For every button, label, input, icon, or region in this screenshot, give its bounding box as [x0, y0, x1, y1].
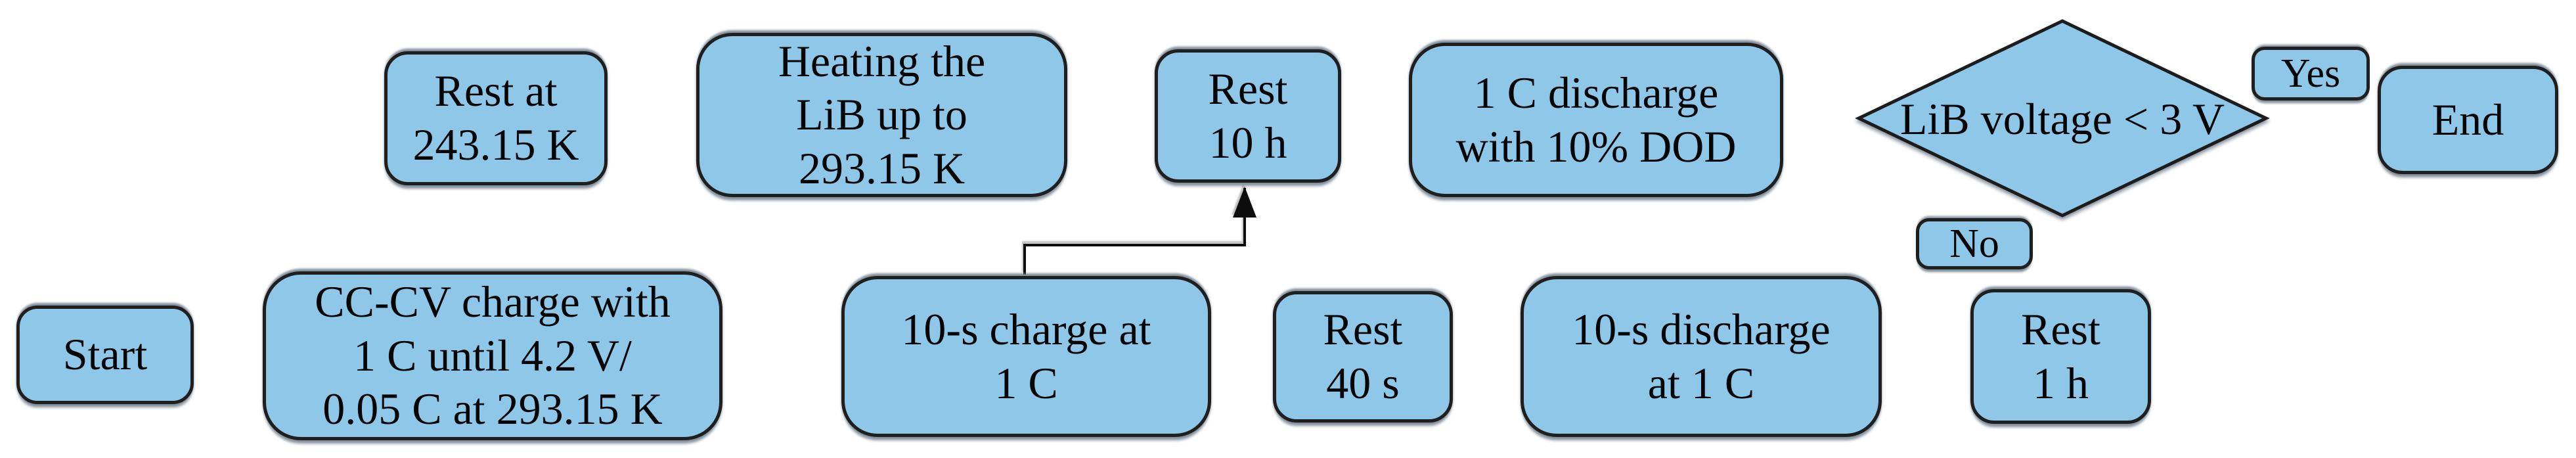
discharge-10s-node: 10-s discharge at 1 C: [1521, 276, 1882, 437]
charge-10s-node: 10-s charge at 1 C: [841, 276, 1211, 437]
edge-charge10s-loop-to-rest10h: [1023, 187, 1256, 275]
rest-243k-node: Rest at 243.15 K: [384, 51, 608, 185]
cccv-charge-node: CC-CV charge with 1 C until 4.2 V/ 0.05 …: [263, 271, 722, 440]
discharge-dod-node: 1 C discharge with 10% DOD: [1409, 43, 1783, 197]
rest-1h-node: Rest 1 h: [1970, 289, 2151, 424]
rest-10h-node: Rest 10 h: [1155, 49, 1341, 183]
start-node: Start: [16, 306, 194, 404]
yes-label: Yes: [2252, 47, 2370, 101]
end-node: End: [2378, 66, 2558, 174]
no-label: No: [1916, 218, 2033, 269]
rest-40s-node: Rest 40 s: [1273, 291, 1453, 423]
decision-label: LiB voltage < 3 V: [1899, 93, 2225, 144]
heating-node: Heating the LiB up to 293.15 K: [696, 33, 1067, 197]
